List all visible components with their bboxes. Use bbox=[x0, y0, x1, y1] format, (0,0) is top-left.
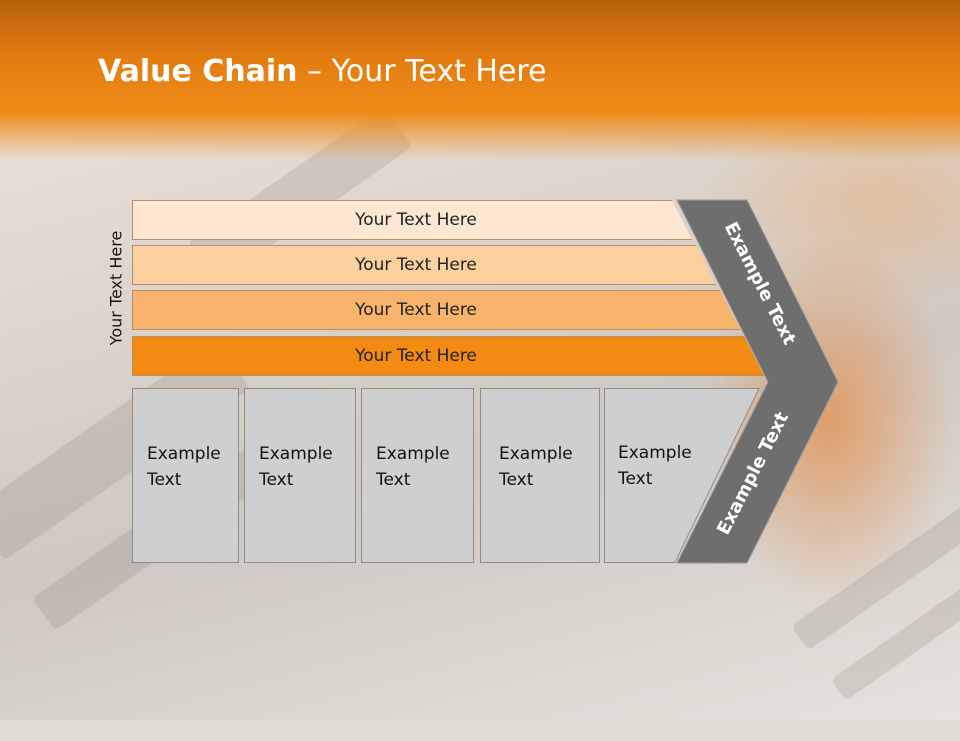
box-3-line1: Example bbox=[376, 444, 450, 464]
band-1-label: Your Text Here bbox=[355, 210, 477, 230]
box-5-line2: Text bbox=[618, 469, 653, 489]
chevron-shape bbox=[676, 199, 839, 564]
box-1-line1: Example bbox=[147, 444, 221, 464]
box-4-line1: Example bbox=[499, 444, 573, 464]
box-4-line2: Text bbox=[499, 470, 534, 490]
box-5-shape bbox=[604, 388, 760, 563]
header-bar bbox=[0, 0, 960, 160]
box-3-line2: Text bbox=[376, 470, 411, 490]
band-1: Your Text Here bbox=[132, 200, 692, 240]
box-2-line2: Text bbox=[259, 470, 294, 490]
box-2-line1: Example bbox=[259, 444, 333, 464]
title-bold: Value Chain bbox=[98, 54, 298, 89]
band-2: Your Text Here bbox=[132, 245, 716, 285]
box-5-line1: Example bbox=[618, 443, 692, 463]
box-1-line2: Text bbox=[147, 470, 182, 490]
title-rest: – Your Text Here bbox=[297, 54, 547, 89]
slide-title: Value Chain – Your Text Here bbox=[98, 54, 547, 89]
chevron-arrow: Example Text Example Text bbox=[676, 199, 839, 564]
band-3-label: Your Text Here bbox=[355, 300, 477, 320]
band-4: Your Text Here bbox=[132, 336, 764, 376]
band-3: Your Text Here bbox=[132, 290, 740, 330]
band-4-label: Your Text Here bbox=[355, 346, 477, 366]
band-2-label: Your Text Here bbox=[355, 255, 477, 275]
